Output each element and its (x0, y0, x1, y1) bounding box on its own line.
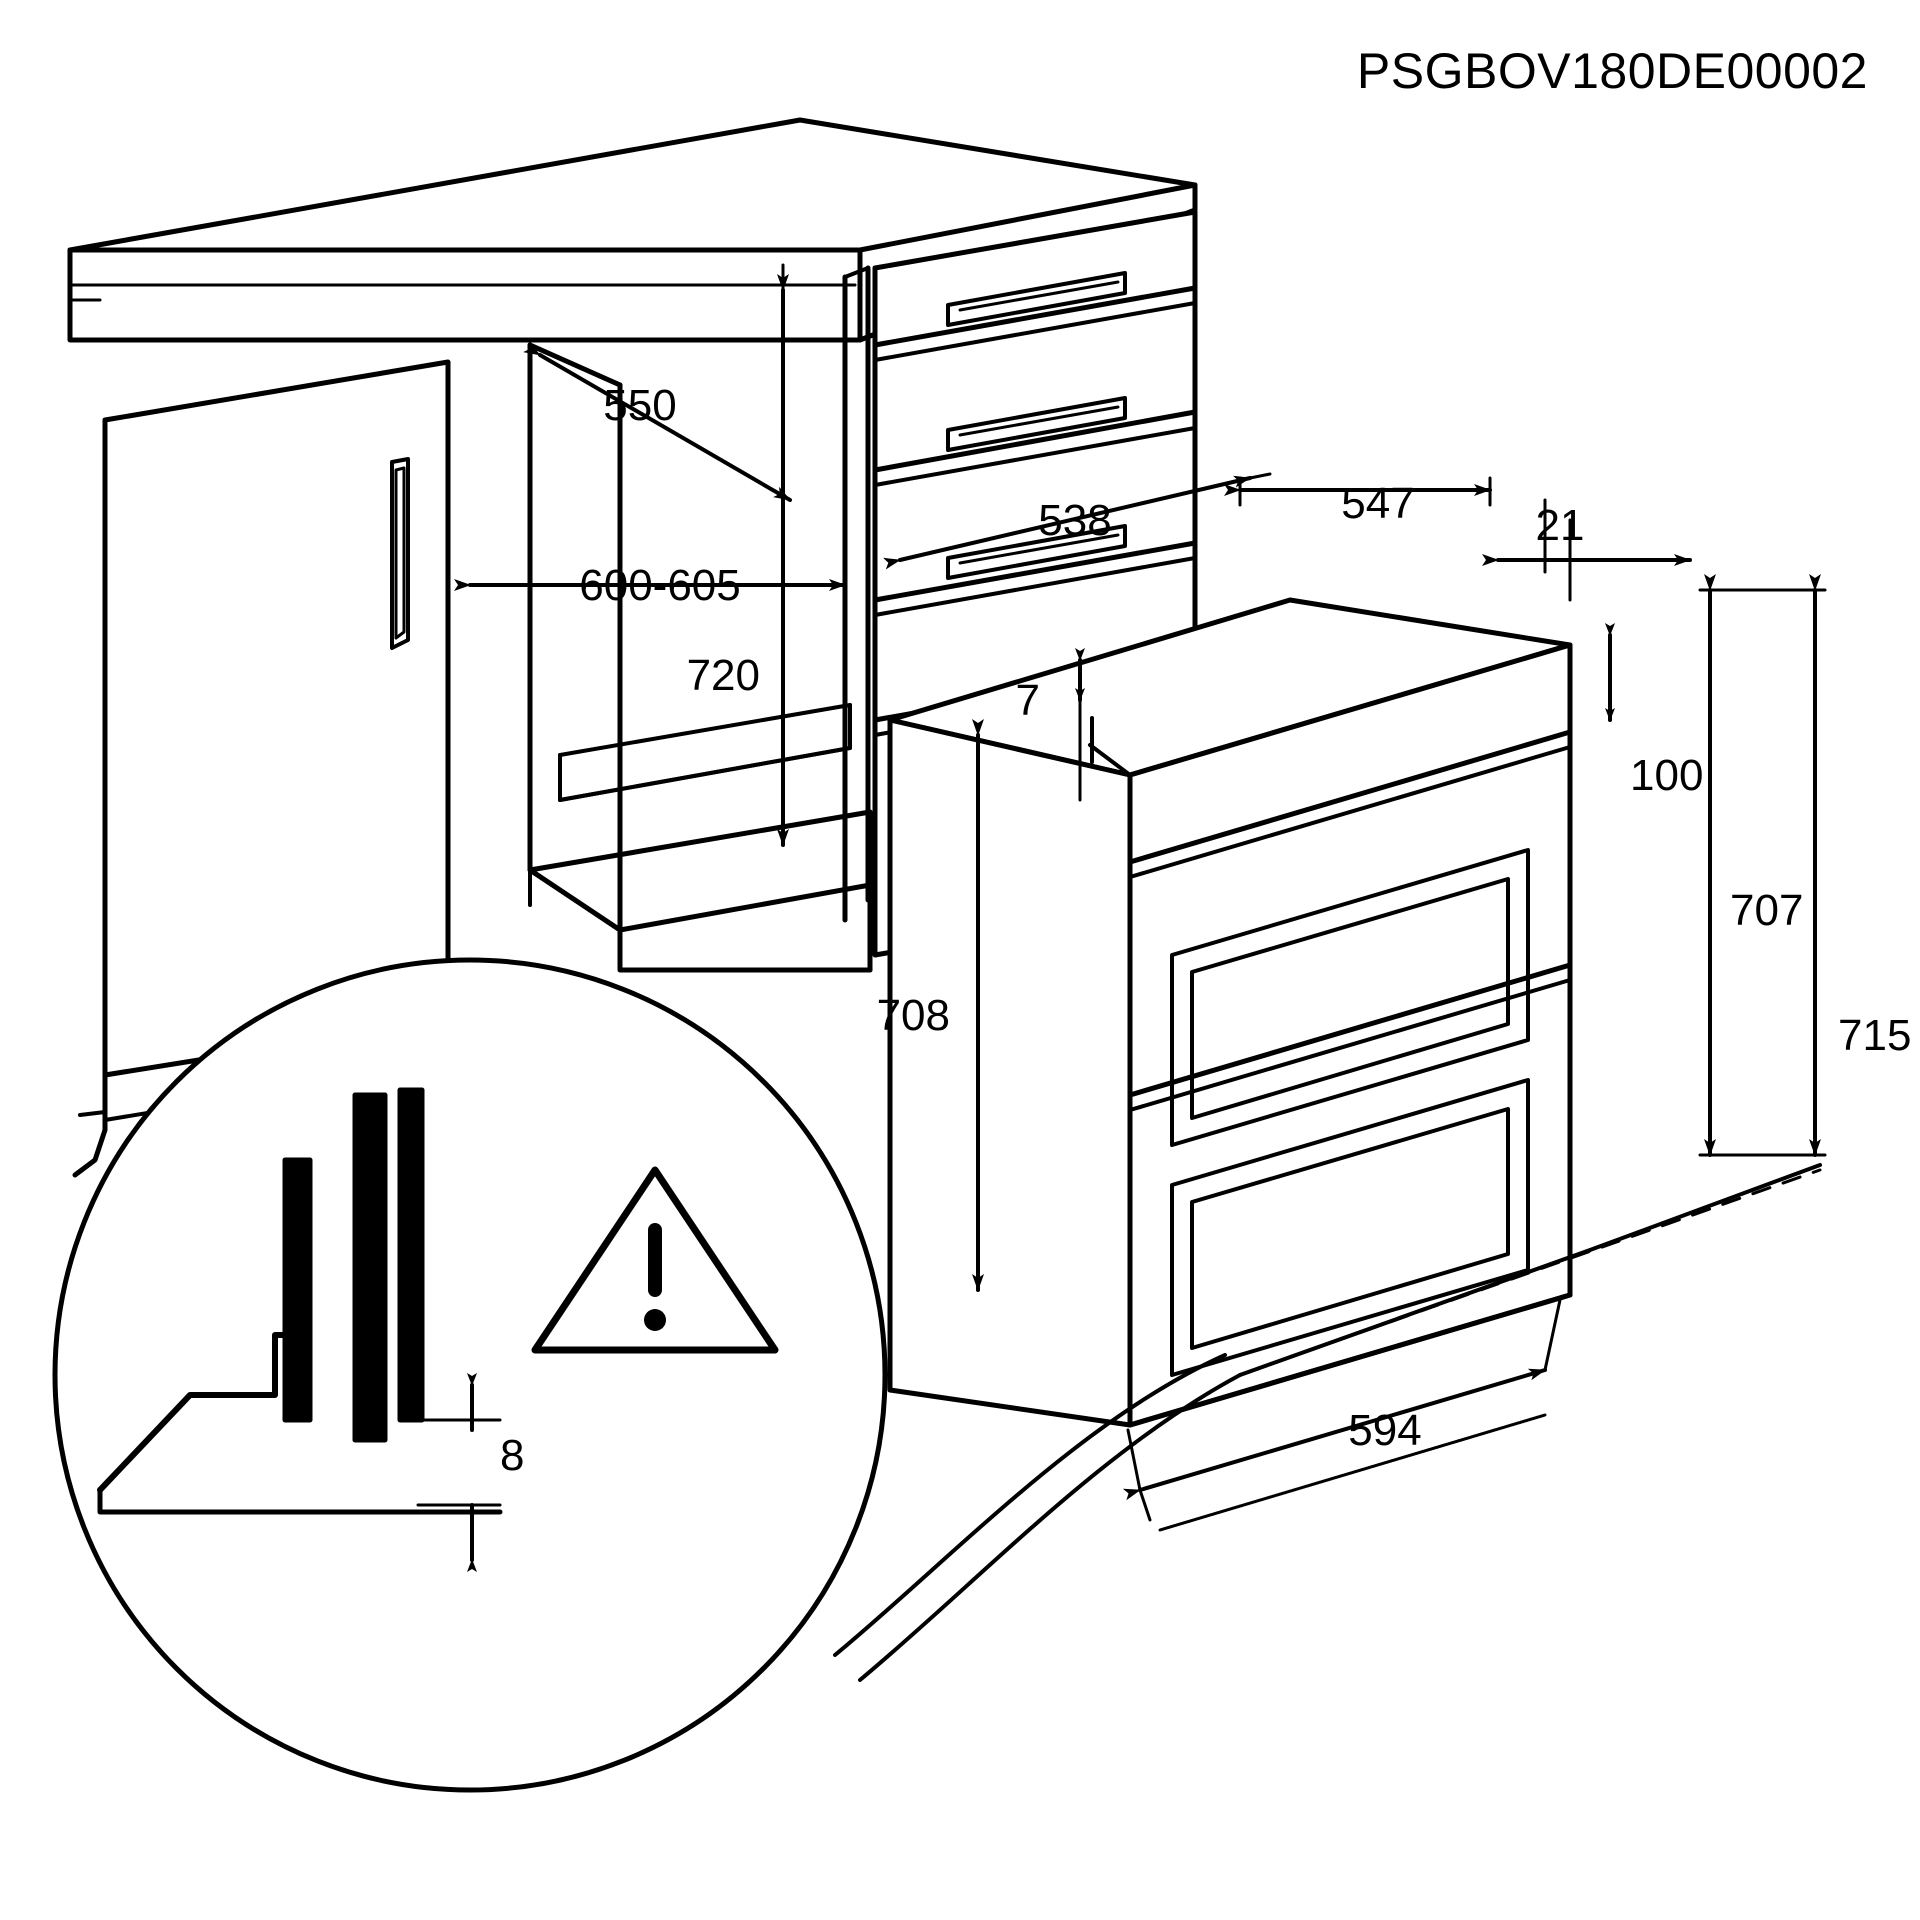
dim-538-label: 538 (1038, 496, 1111, 545)
oven-unit (887, 597, 1573, 1428)
dim-707-label: 707 (1730, 886, 1803, 935)
dim-7-label: 7 (1016, 676, 1040, 725)
dimension-lines (454, 263, 1827, 1682)
dim-594-label: 594 (1348, 1406, 1421, 1455)
detail-magnifier (52, 957, 888, 1793)
dim-21-label: 21 (1536, 501, 1585, 550)
dim-594-line (1122, 1368, 1547, 1501)
cabinet-niche (527, 265, 873, 973)
dim-550-label: 550 (603, 381, 676, 430)
dim-100-label: 100 (1630, 751, 1703, 800)
dim-715-label: 715 (1838, 1011, 1911, 1060)
warning-triangle-icon (531, 1166, 779, 1354)
dim-708-label: 708 (877, 991, 950, 1040)
dim-720-label: 720 (687, 651, 760, 700)
dimension-labels: 550 600-605 720 538 547 21 7 100 707 715… (500, 381, 1911, 1480)
dim-8-label: 8 (500, 1431, 524, 1480)
dim-600-605-label: 600-605 (579, 561, 740, 610)
drawing-code: PSGBOV180DE00002 (1356, 43, 1868, 99)
dim-538-line (883, 475, 1252, 570)
dim-550-line (523, 341, 792, 502)
dim-547-label: 547 (1341, 479, 1414, 528)
